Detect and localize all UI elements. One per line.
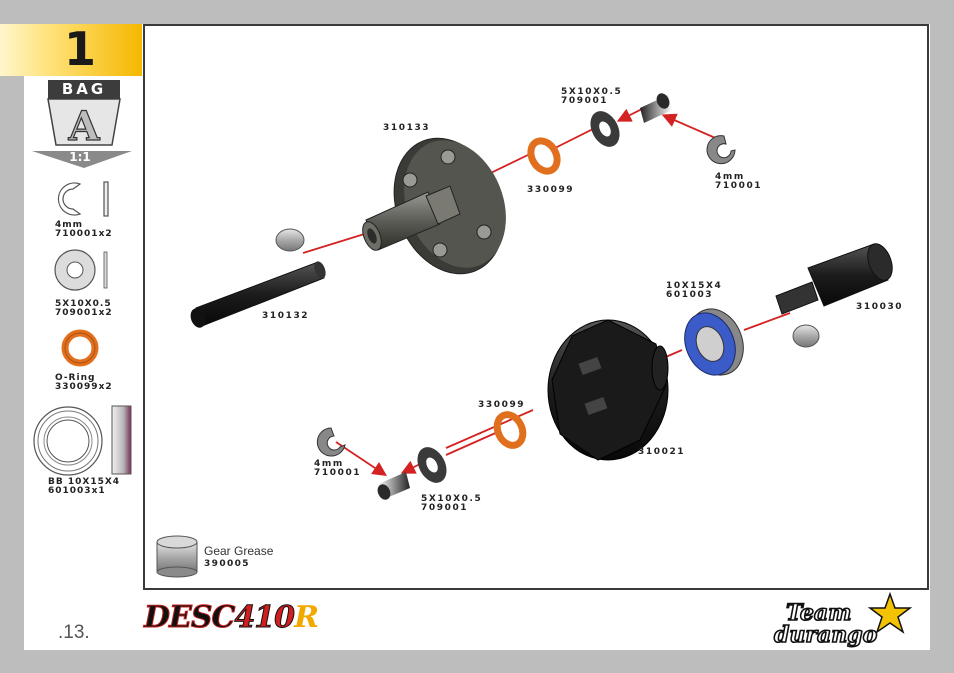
- e-clip-710001-top: [706, 135, 736, 165]
- pin-bottom: [377, 472, 410, 500]
- o-ring-part-icon: [61, 329, 99, 367]
- grease-code: 390005: [204, 559, 250, 569]
- grease-blob-top: [275, 228, 305, 252]
- team-logo-line2: durango: [774, 622, 877, 648]
- ball-bearing-part-icon: [33, 405, 132, 476]
- gear-grease-tub-icon: [156, 535, 198, 578]
- callout-hub: 310133: [383, 123, 431, 133]
- scale-label: 1:1: [69, 150, 91, 164]
- shaft-310132: [190, 261, 326, 328]
- washer-709001-bottom: [417, 447, 447, 483]
- team-durango-logo: Team durango: [773, 592, 913, 648]
- callout-diff-case: 310021: [638, 447, 686, 457]
- diff-case-310021: [547, 319, 669, 461]
- step-number: 1: [63, 22, 96, 76]
- grease-blob-right: [792, 324, 820, 348]
- callout-outdrive: 310030: [856, 302, 904, 312]
- callout-oring-top: 330099: [527, 185, 575, 195]
- e-clip-part-icon: [57, 181, 109, 217]
- bag-label: BAG: [48, 80, 120, 99]
- bag-a-icon: A: [47, 98, 121, 151]
- washer-part-icon: [54, 249, 108, 291]
- callout-shaft: 310132: [262, 311, 310, 321]
- outdrive-310030: [775, 243, 893, 315]
- hub-310133: [362, 137, 506, 275]
- bearing-601003: [684, 308, 744, 376]
- e-clip-710001-bottom: [316, 427, 346, 457]
- desc410r-logo: DESC410R: [143, 600, 318, 635]
- step-number-tab: 1: [0, 22, 142, 76]
- grease-label: Gear Grease: [204, 544, 274, 558]
- washer-709001-top: [590, 111, 620, 147]
- team-logo-line1: Team: [786, 600, 851, 626]
- page-number: .13.: [58, 622, 90, 643]
- callout-oring-bottom: 330099: [478, 400, 526, 410]
- pin-top: [640, 93, 672, 123]
- o-ring-330099-top: [527, 137, 561, 175]
- scale-ribbon: [32, 151, 132, 168]
- o-ring-330099-bottom: [493, 411, 527, 449]
- svg-text:A: A: [67, 103, 100, 150]
